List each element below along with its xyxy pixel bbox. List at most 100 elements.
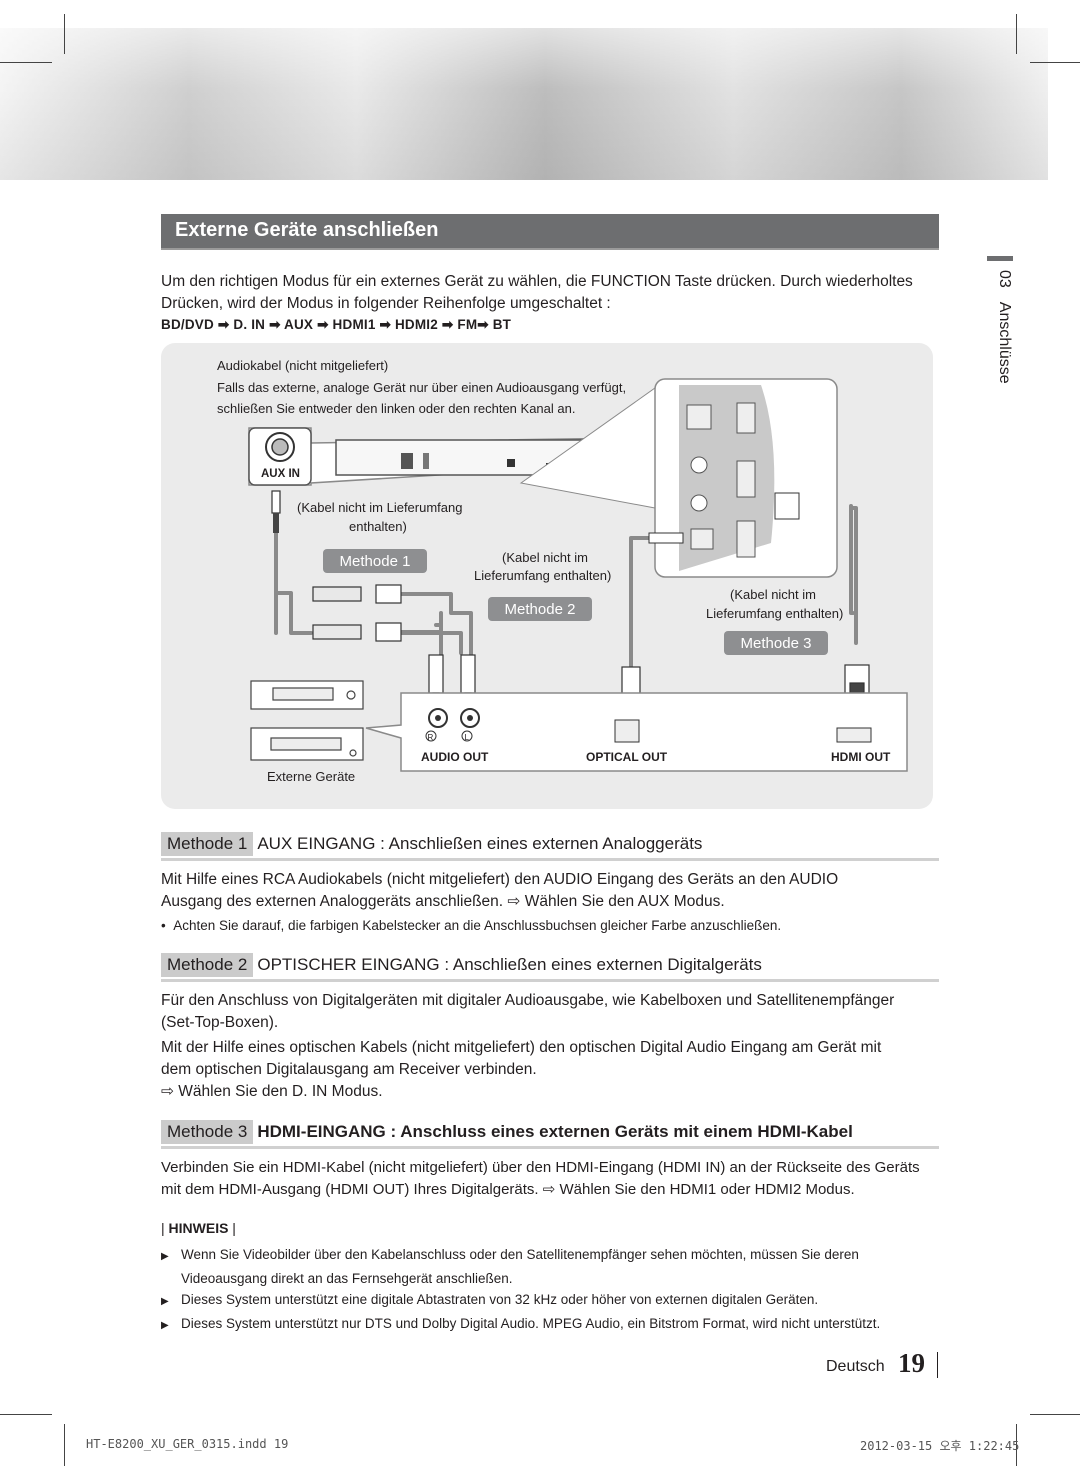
method-2-line-1: Für den Anschluss von Digitalgeräten mit… xyxy=(161,992,895,1009)
external-device-output-panel: R L AUDIO OUT OPTICAL OUT HDMI OUT xyxy=(365,692,908,772)
intro-text: Taste drücken. Durch wiederholtes xyxy=(671,273,913,290)
text: Modus. xyxy=(327,1083,383,1100)
text: oder xyxy=(716,1181,755,1198)
hinweis-item: ▶ Wenn Sie Videobilder über den Kabelansc… xyxy=(161,1244,921,1268)
triangle-bullet-icon: ▶ xyxy=(161,1251,169,1262)
hinweis-text: HINWEIS xyxy=(168,1220,229,1236)
cable-2-note-1: (Kabel nicht im xyxy=(502,550,588,565)
external-device-icons xyxy=(250,680,364,761)
back-panel-zoom xyxy=(519,378,838,578)
section-title-bar: Externe Geräte anschließen xyxy=(161,214,939,250)
svg-text:03Anschlüsse: 03Anschlüsse xyxy=(996,270,1013,384)
jack-r-label: R xyxy=(428,733,434,742)
method-1-title: AUX EINGANG : Anschließen eines externen… xyxy=(257,834,703,853)
hinweis-item-text: Wenn Sie Videobilder über den Kabelansch… xyxy=(181,1247,859,1262)
hinweis-label: | HINWEIS | xyxy=(161,1220,236,1236)
audio-cable-note-2: schließen Sie entweder den linken oder d… xyxy=(217,401,576,416)
bracket: | xyxy=(228,1220,236,1236)
aux-plug xyxy=(271,490,281,533)
aux-in-label: AUX IN xyxy=(261,468,300,480)
hinweis-item-text: Dieses System unterstützt eine digitale … xyxy=(181,1292,819,1307)
triangle-bullet-icon: ▶ xyxy=(161,1319,169,1331)
mode-label: HDMI1 xyxy=(669,1181,717,1198)
arrow-icon: ⇨ xyxy=(542,1181,556,1198)
hinweis-item-text: Dieses System unterstützt nur DTS und Do… xyxy=(181,1315,881,1331)
text: Modus. xyxy=(801,1181,855,1198)
crop-mark xyxy=(1030,62,1080,63)
crop-mark xyxy=(0,62,52,63)
audio-cable-note-1: Falls das externe, analoge Gerät nur übe… xyxy=(217,380,627,395)
audio-cable-title: Audiokabel (nicht mitgeliefert) xyxy=(217,358,389,373)
cable-2-note-2: Lieferumfang enthalten) xyxy=(474,568,612,583)
method-1-line-1: Mit Hilfe eines RCA Audiokabels (nicht m… xyxy=(161,871,839,888)
bracket: | xyxy=(161,1220,169,1236)
methode-2-badge: Methode 2 xyxy=(488,597,592,621)
method-1-line-2: Ausgang des externen Analoggeräts anschl… xyxy=(161,891,961,913)
crop-mark xyxy=(64,14,65,54)
hinweis-list: ▶ Wenn Sie Videobilder über den Kabelansc… xyxy=(161,1244,921,1336)
intro-line-2: Drücken, wird der Modus in folgender Rei… xyxy=(161,295,611,312)
section-title: Externe Geräte anschließen xyxy=(175,219,439,241)
page-number: 19 xyxy=(898,1348,925,1378)
methode-2-label: Methode 2 xyxy=(505,601,576,618)
text: Wählen Sie den xyxy=(174,1083,293,1100)
hinweis-item: ▶ Dieses System unterstützt nur DTS und D… xyxy=(161,1313,921,1337)
optical-out-label: OPTICAL OUT xyxy=(586,750,668,764)
hinweis-item: ▶ Dieses System unterstützt eine digitale… xyxy=(161,1289,921,1313)
methode-1-badge: Methode 1 xyxy=(323,549,427,573)
triangle-bullet-icon: ▶ xyxy=(161,1296,169,1307)
mode-label: HDMI2 xyxy=(754,1181,802,1198)
text: Wählen Sie den xyxy=(555,1181,670,1198)
connection-diagram-art: AUX IN xyxy=(248,378,908,772)
footer-date: 2012-03-15 오후 1:22:45 xyxy=(860,1439,1020,1453)
methode-3-badge: Methode 3 xyxy=(724,631,828,655)
text: Wählen Sie den xyxy=(520,893,638,910)
method-1-bullet: • Achten Sie darauf, die farbigen Kabels… xyxy=(161,918,781,933)
rca-splitter xyxy=(312,584,402,642)
method-1-tag: Methode 1 xyxy=(161,832,254,856)
method-3-line-2: mit dem HDMI-Ausgang (HDMI OUT) Ihres Di… xyxy=(161,1179,961,1201)
intro-line-1: Um den richtigen Modus für ein externes … xyxy=(161,271,951,293)
crop-mark xyxy=(1016,1424,1017,1466)
intro-text: Um den richtigen Modus für ein externes … xyxy=(161,273,591,290)
text: mit dem HDMI-Ausgang (HDMI OUT) Ihres Di… xyxy=(161,1181,543,1198)
bullet-icon: • xyxy=(161,918,174,933)
intro-paragraph: Um den richtigen Modus für ein externes … xyxy=(161,271,951,315)
method-2-title: OPTISCHER EINGANG : Anschließen eines ex… xyxy=(257,955,762,974)
cable-3-note-1: (Kabel nicht im xyxy=(730,587,816,602)
text: Modus. xyxy=(669,893,725,910)
mode-sequence: BD/DVD ➡ D. IN ➡ AUX ➡ HDMI1 ➡ HDMI2 ➡ F… xyxy=(161,317,512,332)
header-band xyxy=(0,28,1048,180)
crop-mark xyxy=(64,1424,65,1466)
hinweis-item-text: Videoausgang direkt an das Fernsehgerät … xyxy=(181,1270,513,1286)
hdmi-out-label: HDMI OUT xyxy=(831,750,891,764)
method-2-line-5: ⇨ Wählen Sie den D. IN Modus. xyxy=(161,1081,961,1103)
arrow-icon: ⇨ xyxy=(507,893,521,910)
cable-1-note-2: enthalten) xyxy=(349,519,407,534)
side-tab: 03Anschlüsse xyxy=(996,270,1013,384)
method-2-line-2: (Set-Top-Boxen). xyxy=(161,1014,279,1031)
chapter-number: 03 xyxy=(996,270,1013,288)
crop-mark xyxy=(1030,1414,1080,1415)
method-2-line-3: Mit der Hilfe eines optischen Kabels (ni… xyxy=(161,1039,882,1056)
mode-label: D. IN xyxy=(292,1083,328,1100)
footer-file: HT-E8200_XU_GER_0315.indd 19 xyxy=(86,1437,289,1451)
function-key-label: FUNCTION xyxy=(590,273,671,290)
crop-mark xyxy=(1016,14,1017,54)
method-3-tag: Methode 3 xyxy=(161,1120,254,1144)
audio-out-label: AUDIO OUT xyxy=(421,750,489,764)
method-3-line-1: Verbinden Sie ein HDMI-Kabel (nicht mitg… xyxy=(161,1159,920,1176)
jack-l-label: L xyxy=(465,733,470,742)
methode-3-label: Methode 3 xyxy=(741,635,812,652)
method-2-line-4: dem optischen Digitalausgang am Receiver… xyxy=(161,1061,537,1078)
method-2-tag: Methode 2 xyxy=(161,953,254,977)
externe-geraete-label: Externe Geräte xyxy=(267,769,356,784)
mode-label: AUX xyxy=(637,893,670,910)
method-3-paragraph: Verbinden Sie ein HDMI-Kabel (nicht mitg… xyxy=(161,1157,961,1201)
crop-mark xyxy=(0,1414,52,1415)
cable-1-note-1: (Kabel nicht im Lieferumfang xyxy=(297,500,463,515)
method-1-paragraph: Mit Hilfe eines RCA Audiokabels (nicht m… xyxy=(161,869,961,913)
